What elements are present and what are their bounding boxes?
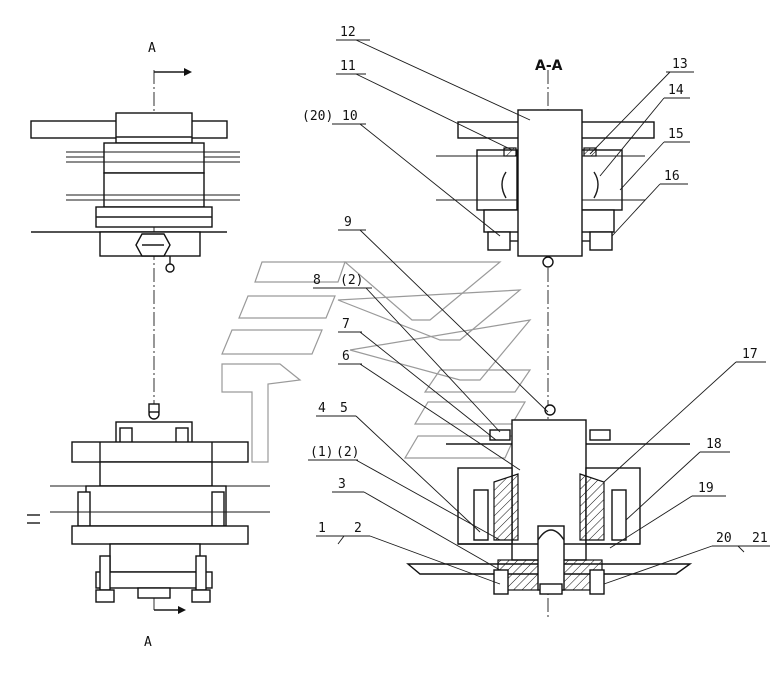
part-label-9: 9 bbox=[344, 215, 352, 230]
part-label-6: 6 bbox=[342, 349, 350, 364]
part-label-12: 12 bbox=[340, 25, 356, 40]
part-label-18: 18 bbox=[706, 437, 722, 452]
part-label-1: 1 bbox=[318, 521, 326, 536]
part-label-19: 19 bbox=[698, 481, 714, 496]
part-label-5-alt: (2) bbox=[336, 445, 359, 460]
part-label-13: 13 bbox=[672, 57, 688, 72]
left-side-view bbox=[27, 68, 270, 614]
part-label-3: 3 bbox=[338, 477, 346, 492]
section-view-lower bbox=[406, 404, 693, 595]
part-label-17: 17 bbox=[742, 347, 758, 362]
watermark-logo bbox=[221, 261, 532, 463]
part-label-7: 7 bbox=[342, 317, 350, 332]
section-mark-bottom: A bbox=[144, 635, 152, 650]
part-label-8-qty: (2) bbox=[340, 273, 363, 288]
part-label-11: 11 bbox=[340, 59, 356, 74]
part-label-2: 2 bbox=[354, 521, 362, 536]
part-label-4-alt: (1) bbox=[310, 445, 333, 460]
part-label-20: 20 bbox=[716, 531, 732, 546]
section-view-upper bbox=[436, 70, 655, 620]
part-label-10: 10 bbox=[342, 109, 358, 124]
part-label-20-alt: (20) bbox=[302, 109, 333, 124]
part-label-14: 14 bbox=[668, 83, 684, 98]
section-title: A-A bbox=[535, 58, 563, 74]
part-label-8: 8 bbox=[313, 273, 321, 288]
leader-lines bbox=[308, 39, 770, 585]
part-label-5: 5 bbox=[340, 401, 348, 416]
part-label-4: 4 bbox=[318, 401, 326, 416]
part-label-21: 21 bbox=[752, 531, 768, 546]
section-mark-top: A bbox=[148, 41, 156, 56]
part-label-15: 15 bbox=[668, 127, 684, 142]
part-label-16: 16 bbox=[664, 169, 680, 184]
